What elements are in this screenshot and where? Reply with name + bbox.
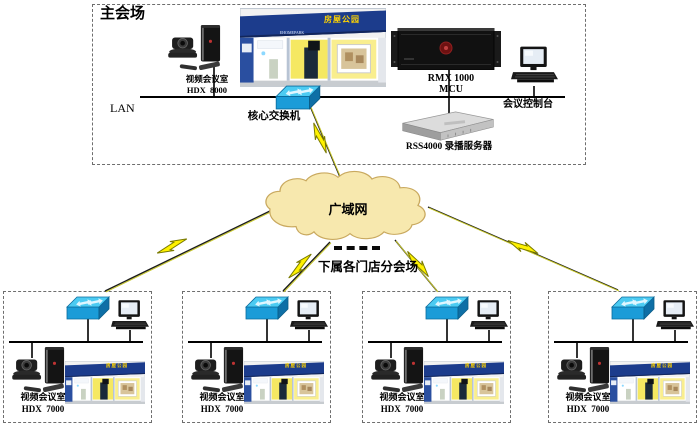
lan-label: LAN <box>110 101 135 115</box>
branch2-storefront-sign: 房屋公园 <box>285 363 307 368</box>
recorder-label: RSS4000 录播服务器 <box>405 142 493 152</box>
branch2-room-label: 视频会议室 <box>199 392 245 402</box>
ellipsis-separator <box>334 246 380 250</box>
main-codec-model: HDX 8000 <box>186 85 228 95</box>
main-storefront-subsign: EHOMEPARK <box>279 30 305 35</box>
branch4-storefront-sign: 房屋公园 <box>651 363 673 368</box>
branch1-storefront-sign: 房屋公园 <box>106 363 128 368</box>
branch-box-1 <box>3 291 152 423</box>
wan-label: 广域网 <box>328 202 368 217</box>
mcu-model-label: RMX 1000 <box>427 73 475 84</box>
branch3-storefront-sign: 房屋公园 <box>465 363 487 368</box>
main-storefront-sign: 房屋公园 <box>324 15 360 24</box>
branch2-codec-model: HDX 7000 <box>200 404 244 414</box>
console-label: 会议控制台 <box>503 99 553 110</box>
main-venue-box <box>92 4 586 165</box>
branch1-codec-model: HDX 7000 <box>21 404 65 414</box>
branch4-room-label: 视频会议室 <box>565 392 611 402</box>
branch-section-label: 下属各门店分会场 <box>317 260 418 274</box>
branch4-codec-model: HDX 7000 <box>566 404 610 414</box>
branch3-codec-model: HDX 7000 <box>380 404 424 414</box>
branch1-room-label: 视频会议室 <box>20 392 66 402</box>
mcu-label: MCU <box>439 84 463 95</box>
core-switch-label: 核心交换机 <box>247 111 301 122</box>
branch-box-4 <box>548 291 697 423</box>
main-venue-title: 主会场 <box>100 6 146 22</box>
main-room-label: 视频会议室 <box>185 74 229 84</box>
branch3-room-label: 视频会议室 <box>379 392 425 402</box>
